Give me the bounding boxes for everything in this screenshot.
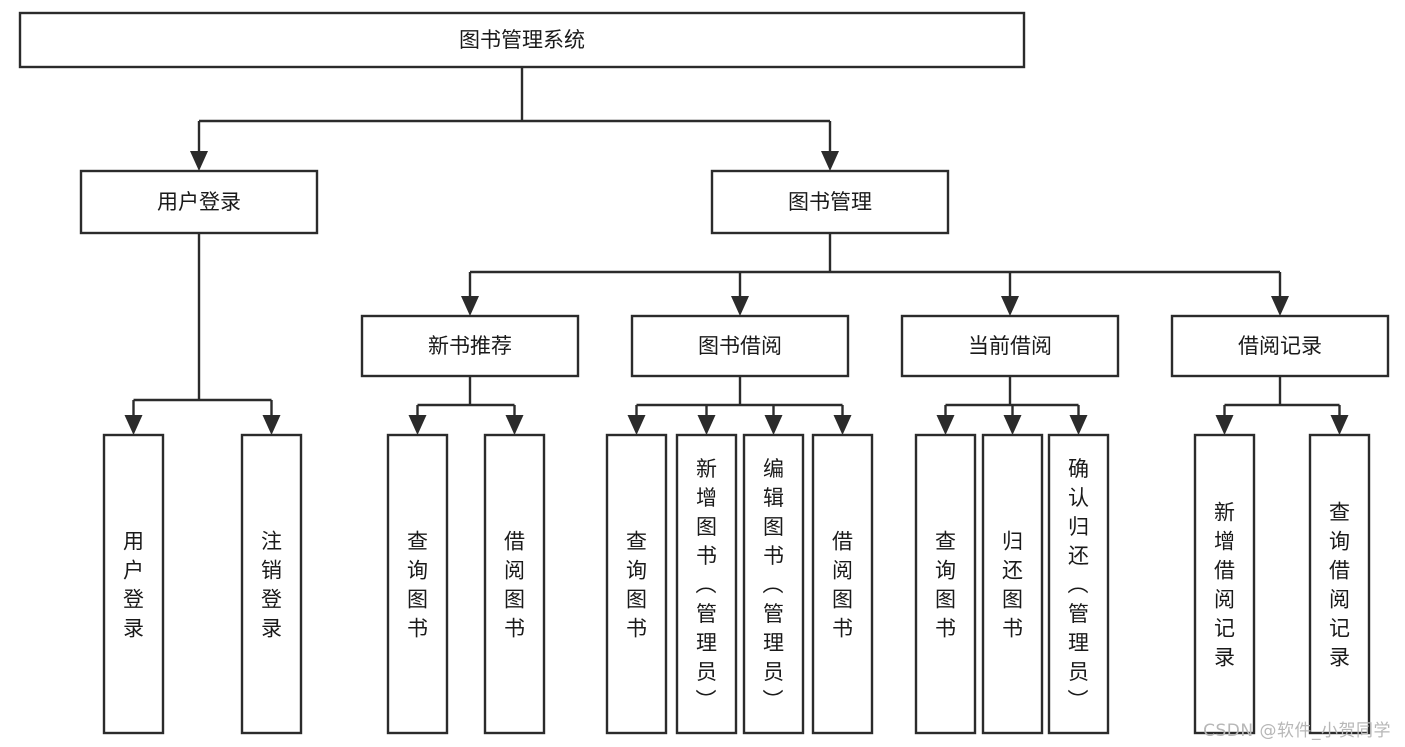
node-box[interactable] — [360, 314, 580, 378]
node-new-book-recommend[interactable]: 新书推荐 — [360, 314, 580, 378]
arrow-head-icon — [697, 415, 716, 435]
node-label: 新增借阅记录 — [1214, 501, 1235, 670]
arrow-head-icon — [1330, 415, 1349, 435]
arrow-head-icon — [1001, 296, 1019, 316]
node-leaf-return-book[interactable]: 归还图书 — [981, 433, 1044, 735]
node-book-borrow[interactable]: 图书借阅 — [630, 314, 850, 378]
node-label: 编辑图书（管理员） — [763, 457, 785, 713]
node-borrow-record[interactable]: 借阅记录 — [1170, 314, 1390, 378]
node-box[interactable] — [483, 433, 546, 735]
node-leaf-query-book-2[interactable]: 查询图书 — [605, 433, 668, 735]
arrow-head-icon — [833, 415, 852, 435]
arrow-head-icon — [1003, 415, 1022, 435]
node-leaf-borrow-book-1[interactable]: 借阅图书 — [483, 433, 546, 735]
node-leaf-borrow-book-2[interactable]: 借阅图书 — [811, 433, 874, 735]
node-box[interactable] — [386, 433, 449, 735]
node-box[interactable] — [1308, 433, 1371, 735]
node-box[interactable] — [1193, 433, 1256, 735]
node-leaf-add-borrow-record[interactable]: 新增借阅记录 — [1193, 433, 1256, 735]
node-box[interactable] — [630, 314, 850, 378]
node-box[interactable] — [742, 433, 805, 735]
arrow-head-icon — [262, 415, 281, 435]
node-leaf-logout[interactable]: 注销登录 — [240, 433, 303, 735]
node-label: 查询图书 — [626, 530, 647, 641]
node-label: 查询图书 — [407, 530, 428, 641]
node-box[interactable] — [914, 433, 977, 735]
node-box[interactable] — [981, 433, 1044, 735]
arrow-head-icon — [731, 296, 749, 316]
node-box[interactable] — [18, 11, 1026, 69]
node-box[interactable] — [79, 169, 319, 235]
node-label: 当前借阅 — [968, 334, 1052, 358]
arrow-head-icon — [627, 415, 646, 435]
node-leaf-query-borrow-record[interactable]: 查询借阅记录 — [1308, 433, 1371, 735]
node-leaf-user-login[interactable]: 用户登录 — [102, 433, 165, 735]
arrow-head-icon — [408, 415, 427, 435]
node-leaf-query-book-3[interactable]: 查询图书 — [914, 433, 977, 735]
node-box[interactable] — [1170, 314, 1390, 378]
arrow-head-icon — [936, 415, 955, 435]
node-label: 新书推荐 — [428, 334, 512, 358]
arrow-head-icon — [190, 151, 208, 171]
arrow-head-icon — [1271, 296, 1289, 316]
node-label: 新增图书（管理员） — [696, 457, 718, 713]
node-box[interactable] — [675, 433, 738, 735]
node-label: 用户登录 — [157, 190, 241, 214]
arrow-head-icon — [764, 415, 783, 435]
node-label: 查询借阅记录 — [1329, 501, 1350, 670]
node-root[interactable]: 图书管理系统 — [18, 11, 1026, 69]
node-box[interactable] — [1047, 433, 1110, 735]
node-box[interactable] — [811, 433, 874, 735]
node-leaf-confirm-return-admin[interactable]: 确认归还（管理员） — [1047, 433, 1110, 735]
node-current-borrow[interactable]: 当前借阅 — [900, 314, 1120, 378]
node-book-manage[interactable]: 图书管理 — [710, 169, 950, 235]
node-label: 注销登录 — [261, 530, 282, 641]
arrow-head-icon — [461, 296, 479, 316]
node-label: 图书管理系统 — [459, 28, 585, 52]
node-leaf-add-book-admin[interactable]: 新增图书（管理员） — [675, 433, 738, 735]
node-label: 图书管理 — [788, 190, 872, 214]
node-box[interactable] — [710, 169, 950, 235]
node-label: 确认归还（管理员） — [1068, 457, 1090, 713]
node-user-login[interactable]: 用户登录 — [79, 169, 319, 235]
arrow-head-icon — [1215, 415, 1234, 435]
node-label: 图书借阅 — [698, 334, 782, 358]
node-box[interactable] — [102, 433, 165, 735]
nodes-layer: 图书管理系统用户登录图书管理新书推荐图书借阅当前借阅借阅记录用户登录注销登录查询… — [18, 11, 1390, 735]
node-leaf-query-book-1[interactable]: 查询图书 — [386, 433, 449, 735]
node-label: 归还图书 — [1002, 530, 1023, 641]
node-label: 查询图书 — [935, 530, 956, 641]
node-label: 借阅记录 — [1238, 334, 1322, 358]
node-box[interactable] — [240, 433, 303, 735]
arrow-head-icon — [821, 151, 839, 171]
node-label: 借阅图书 — [504, 530, 525, 641]
arrow-head-icon — [124, 415, 143, 435]
node-box[interactable] — [900, 314, 1120, 378]
arrow-head-icon — [505, 415, 524, 435]
node-label: 借阅图书 — [832, 530, 853, 641]
node-box[interactable] — [605, 433, 668, 735]
arrow-head-icon — [1069, 415, 1088, 435]
node-leaf-edit-book-admin[interactable]: 编辑图书（管理员） — [742, 433, 805, 735]
node-label: 用户登录 — [123, 530, 144, 641]
edges-layer — [124, 67, 1349, 435]
